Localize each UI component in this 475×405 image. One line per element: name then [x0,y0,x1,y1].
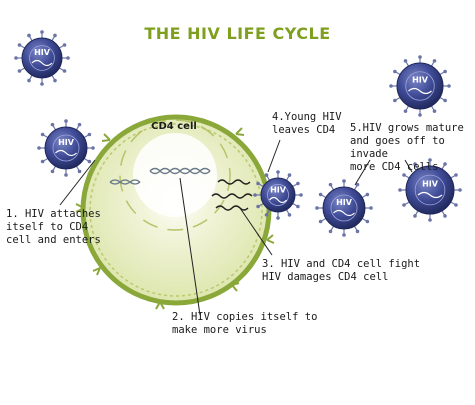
virus-label: HIV [336,198,353,207]
pointer-lines [59,139,413,316]
virus-label: HIV [34,48,51,57]
cell-label: CD4 cell [151,121,197,132]
diagram-title: THE HIV LIFE CYCLE [144,24,331,43]
step-3-label: 3. HIV and CD4 cell fight HIV damages CD… [262,258,421,283]
virus-label: HIV [422,179,439,188]
step-5-label: 5.HIV grows mature and goes off to invad… [350,122,464,173]
step-4-label: 4.Young HIV leaves CD4 [272,111,342,136]
virus-label: HIV [270,185,287,194]
virus-label: HIV [412,76,429,85]
virus-mature-top-right: HIV [389,55,451,117]
cd4-cell: CD4 cell [75,114,275,310]
step-1-label: 1. HIV attaches itself to CD4 cell and e… [6,208,101,246]
virus-label: HIV [58,138,75,147]
virus-attaching: HIV [37,119,95,177]
virus-young-leaving: HIV [253,170,303,220]
virus-maturing: HIV [315,179,373,237]
virus-mature-right: HIV [398,158,462,222]
virus-free-top-left: HIV [14,30,70,86]
step-2-label: 2. HIV copies itself to make more virus [172,311,318,336]
virus-group: HIV HIV HIV HIV HIV HIV [14,30,462,237]
